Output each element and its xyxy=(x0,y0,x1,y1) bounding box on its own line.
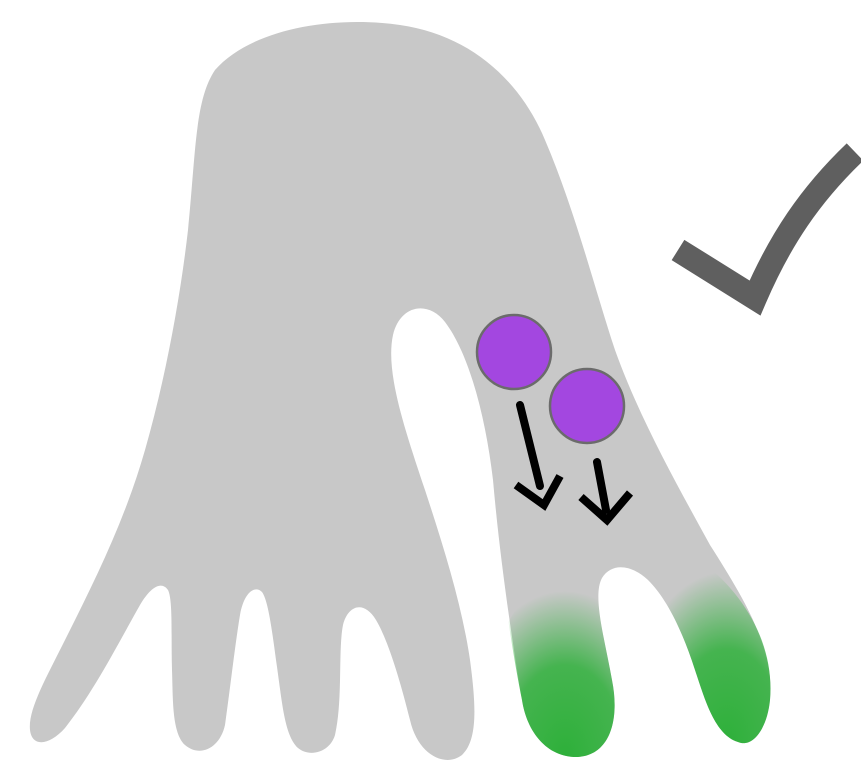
particle-lower xyxy=(550,369,624,443)
cell-body xyxy=(30,22,771,760)
particle-upper xyxy=(477,315,551,389)
green-signal-region xyxy=(493,560,790,765)
check-icon xyxy=(678,152,855,298)
